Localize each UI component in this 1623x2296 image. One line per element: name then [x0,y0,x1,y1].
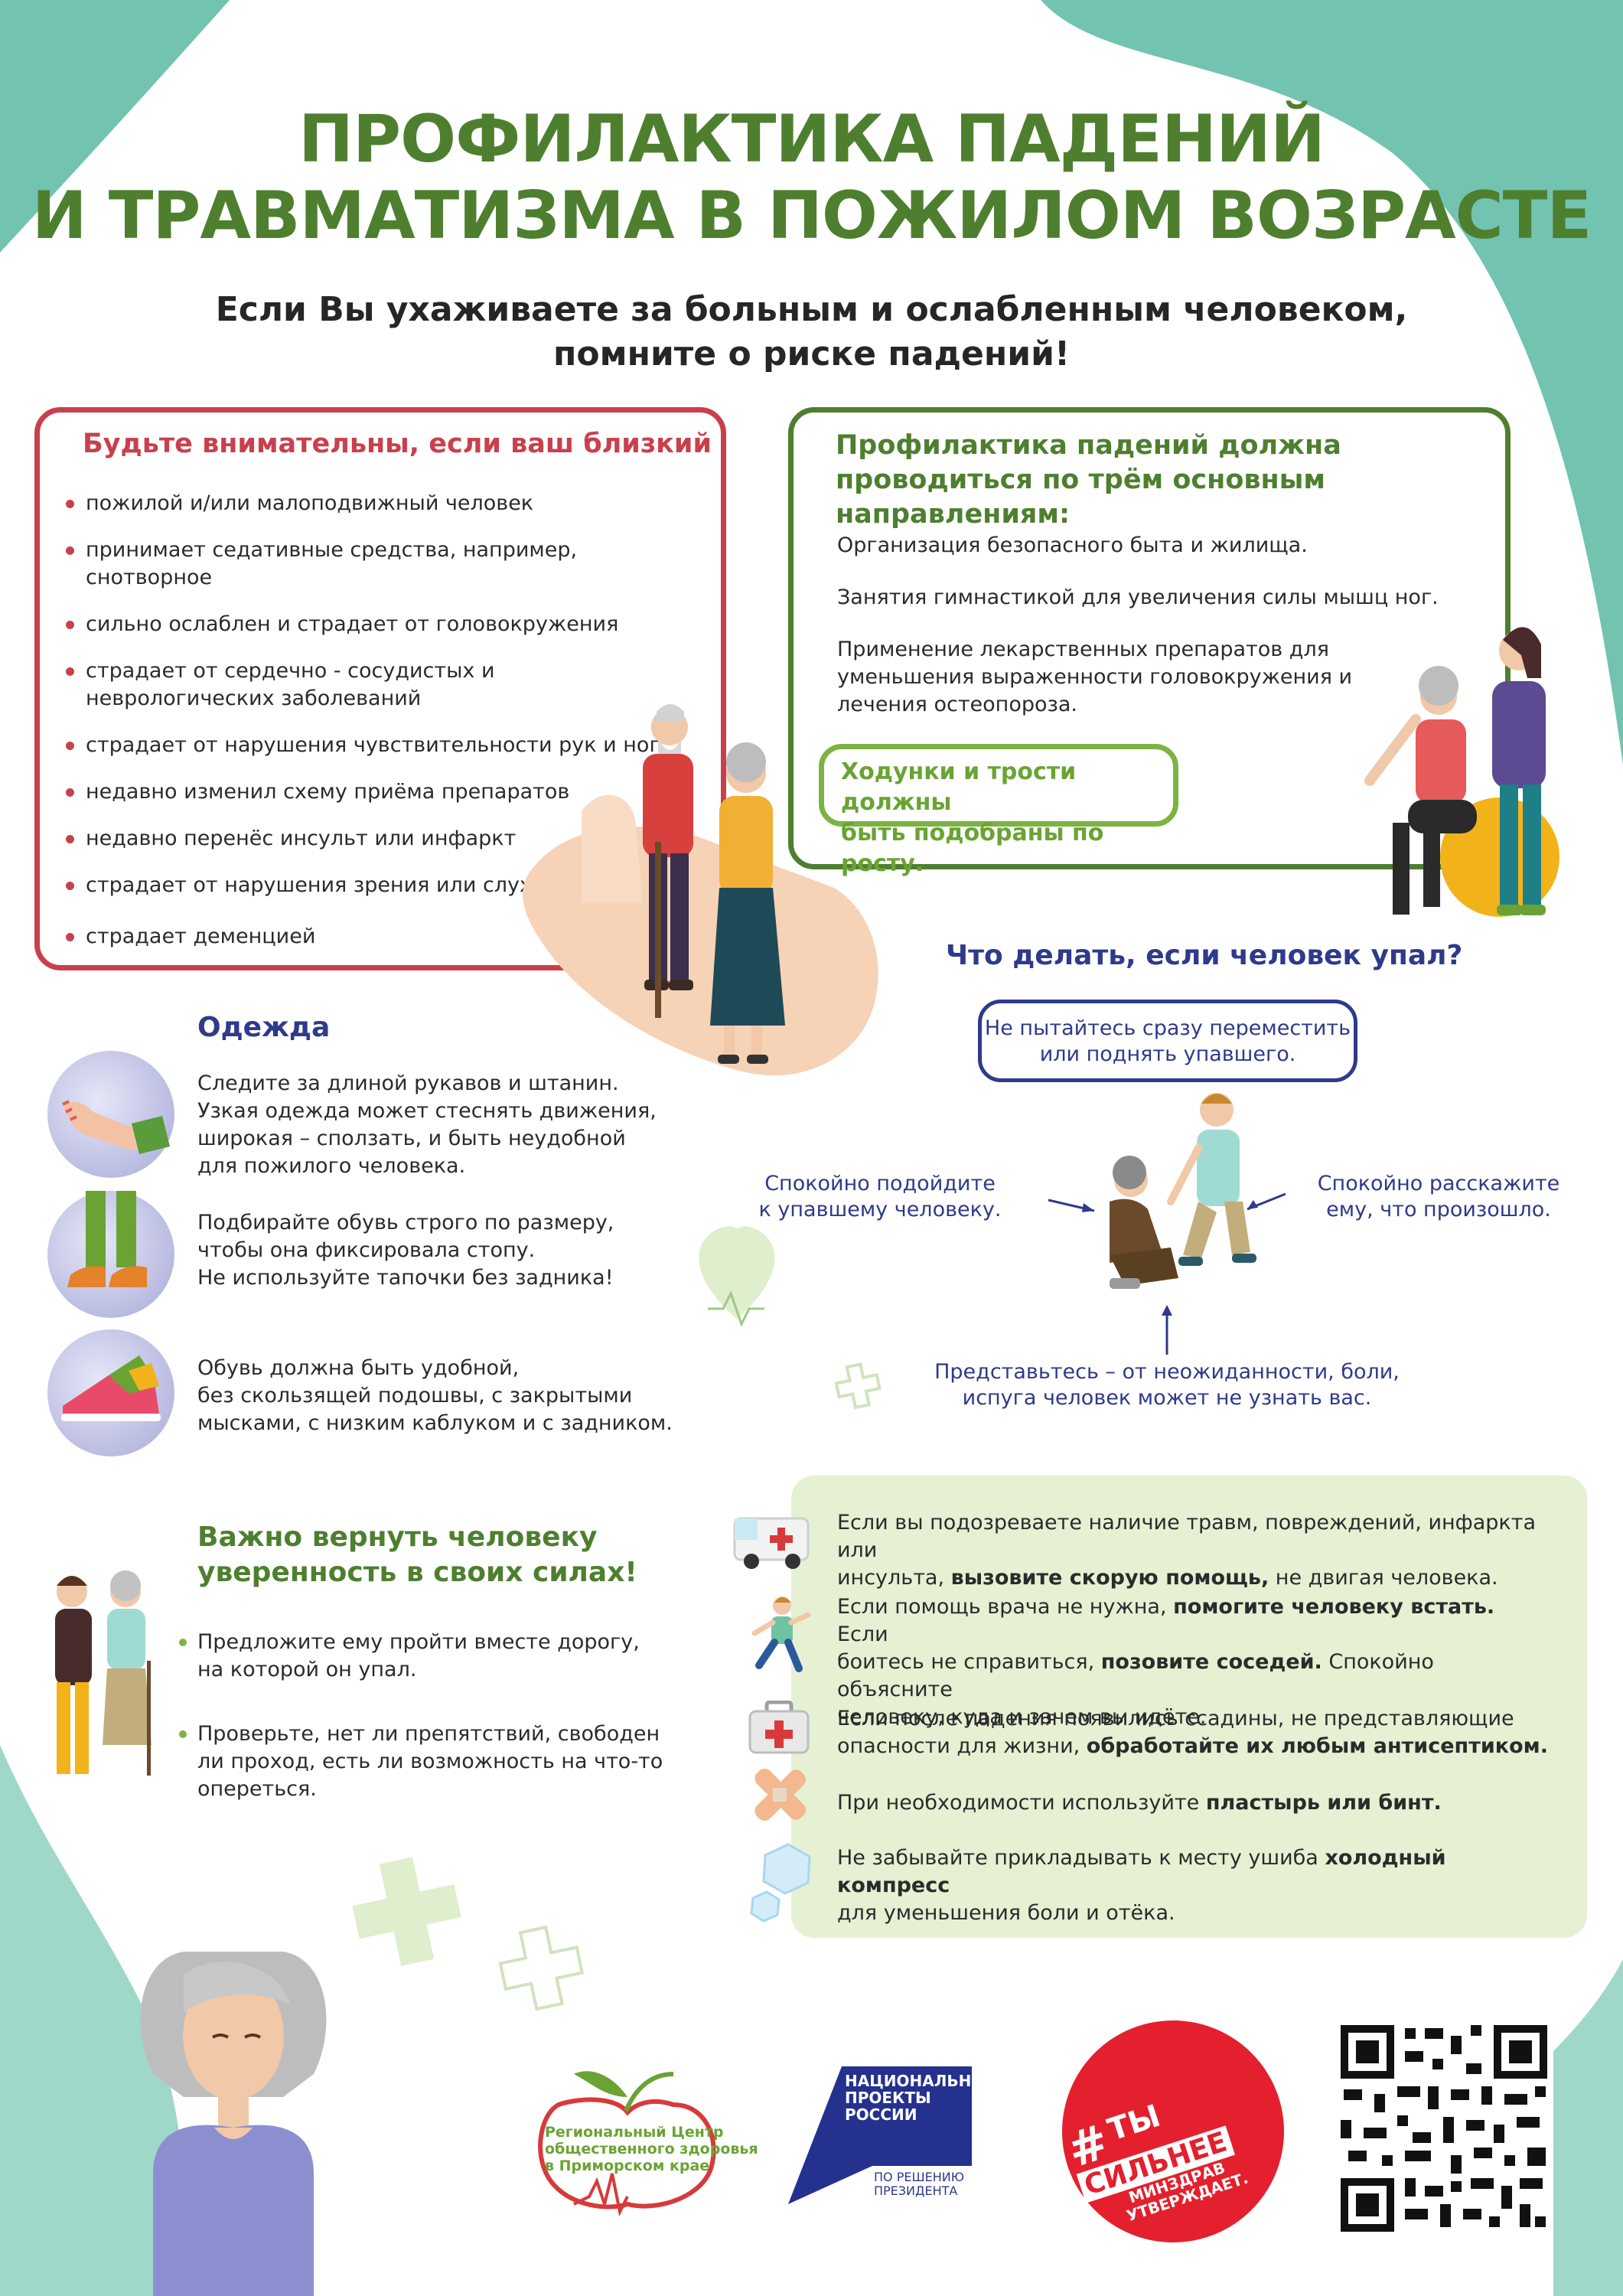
subtitle-line-1: Если Вы ухаживаете за больным и ослаблен… [215,290,1408,329]
direction-item: Организация безопасного быта и жилища. [837,533,1308,557]
gymnastics-with-ball-illustration [1364,627,1559,917]
list-item: Проверьте, нет ли препятствий, свободен … [178,1720,667,1803]
first-aid-step: Не забывайте прикладывать к месту ушиба … [837,1846,1446,1925]
list-item: страдает от нарушения зрения или слуха [63,872,698,899]
helping-fallen-person-illustration [1048,1093,1286,1355]
risk-factors-title: Будьте внимательны, если ваш близкий [83,429,712,459]
sleeve-icon [47,1051,174,1178]
list-item: недавно изменил схему приёма препаратов [63,778,698,806]
list-item: сильно ослаблен и страдает от головокруж… [63,611,698,638]
first-aid-steps-box [791,1476,1587,1938]
risk-factors-list: пожилой и/или малоподвижный человек прин… [63,490,698,951]
walkers-note-line-2: быть подобраны по росту. [841,820,1104,877]
subtitle-line-2: помните о риске падений! [552,334,1071,373]
first-aid-step: При необходимости используйте пластырь и… [837,1791,1442,1815]
confidence-list: Предложите ему пройти вместе дорогу, на … [178,1629,667,1803]
clothing-tip: Обувь должна быть удобной, без скользяще… [197,1356,673,1435]
page-subtitle: Если Вы ухаживаете за больным и ослаблен… [0,288,1623,377]
title-line-1: ПРОФИЛАКТИКА ПАДЕНИЙ [298,101,1325,178]
ice-cube-icon [750,1843,811,1923]
first-aid-step: Если после падения появились ссадины, не… [837,1707,1548,1758]
campaign-logo [1062,2020,1284,2242]
list-item: пожилой и/или малоподвижный человек [63,490,698,517]
ambulance-icon [733,1517,810,1569]
first-aid-step: Если помощь врача не нужна, помогите чел… [837,1595,1495,1729]
do-not-move-note: Не пытайтесь сразу переместить или подня… [978,1000,1357,1082]
list-item: страдает от сердечно - сосудистых и невр… [63,657,683,713]
cross-decoration [352,1857,461,1966]
list-item: принимает седативные средства, например,… [63,536,698,592]
title-line-2: И ТРАВМАТИЗМА В ПОЖИЛОМ ВОЗРАСТЕ [31,178,1592,254]
walkers-note-line-1: Ходунки и трости должны [841,758,1077,816]
approach-note: Спокойно подойдите к упавшему человеку. [758,1172,1002,1221]
clothing-tip: Следите за длиной рукавов и штанин. Узка… [197,1071,657,1178]
explain-note: Спокойно расскажите ему, что произошло. [1317,1172,1560,1221]
clothing-title: Одежда [197,1012,331,1043]
list-item: недавно перенёс инсульт или инфаркт [63,825,698,853]
first-aid-kit-icon [748,1701,810,1754]
prevention-directions-title: Профилактика падений должна проводиться … [836,430,1341,530]
national-projects-logo [788,2066,972,2204]
fall-help-title: Что делать, если человек упал? [946,940,1463,971]
ncr-logo [538,2071,716,2217]
ncr-logo-text: Региональный Центр общественного здоровь… [545,2124,758,2174]
clothing-tip: Подбирайте обувь строго по размеру, чтоб… [197,1211,614,1290]
introduce-note: Представьтесь – от неожиданности, боли, … [934,1360,1400,1410]
bandage-icon [754,1768,807,1821]
page-title: ПРОФИЛАКТИКА ПАДЕНИЙ И ТРАВМАТИЗМА В ПОЖ… [0,101,1623,254]
walking-together-illustration [55,1570,152,1776]
walkers-note: Ходунки и трости должны быть подобраны п… [819,744,1178,877]
national-projects-logo-text: НАЦИОНАЛЬНЫЕ ПРОЕКТЫ РОССИИ [845,2072,998,2124]
list-item: страдает от нарушения чувствительности р… [63,732,698,759]
list-item: Предложите ему пройти вместе дорогу, на … [178,1629,667,1684]
sneaker-icon [47,1329,174,1456]
qr-code [1336,2020,1552,2236]
list-item: страдает деменцией [63,923,698,951]
national-projects-logo-subtext: ПО РЕШЕНИЮ ПРЕЗИДЕНТА [874,2170,964,2198]
first-aid-step: Если вы подозреваете наличие травм, повр… [837,1511,1537,1590]
elderly-woman-illustration [140,1952,327,2296]
elderly-couple-on-hand-illustration [523,704,878,1076]
shoe-size-icon [47,1191,174,1318]
direction-item: Применение лекарственных препаратов для … [837,638,1353,716]
running-person-icon [751,1596,811,1672]
confidence-title: Важно вернуть человеку уверенность в сво… [197,1521,637,1588]
prevention-directions-list: Организация безопасного быта и жилища. З… [837,532,1449,743]
direction-item: Занятия гимнастикой для увеличения силы … [837,585,1439,609]
